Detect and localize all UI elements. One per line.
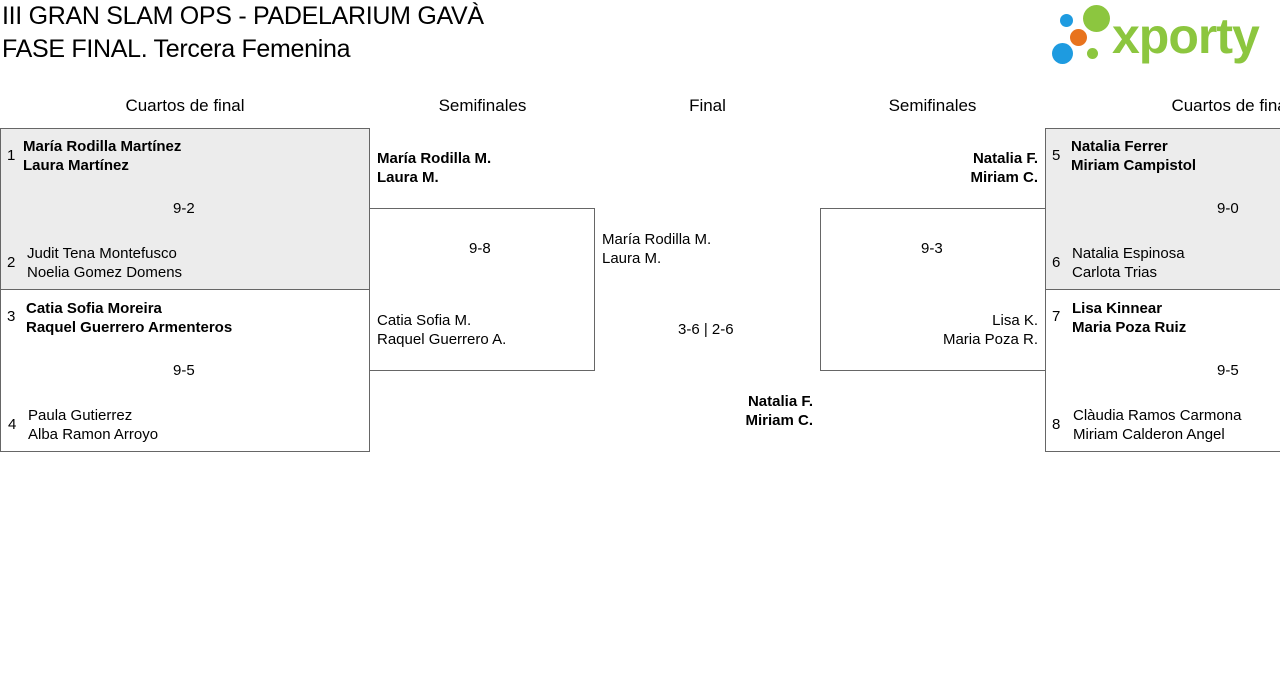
match-score: 9-5 (1217, 362, 1239, 379)
team-winner: Natalia Ferrer Miriam Campistol (1071, 137, 1196, 175)
player-name: Laura Martínez (23, 157, 129, 174)
semifinal-right-team-bottom: Lisa K. Maria Poza R. (860, 311, 1038, 349)
player-name: Natalia Espinosa (1072, 245, 1185, 262)
player-name: María Rodilla M. (602, 231, 712, 248)
team-loser: Clàudia Ramos Carmona Miriam Calderon An… (1073, 406, 1241, 444)
team-winner: Catia Sofia Moreira Raquel Guerrero Arme… (26, 299, 232, 337)
logo-dot-green-small (1087, 48, 1098, 59)
semifinal-left-score: 9-8 (469, 240, 491, 257)
logo-dot-green (1083, 5, 1110, 32)
logo-wordmark: xporty (1112, 8, 1260, 64)
semifinal-left-bracket (369, 208, 595, 371)
seed-number: 4 (8, 416, 17, 433)
team-loser: Natalia Espinosa Carlota Trias (1072, 244, 1185, 282)
seed-number: 6 (1052, 254, 1061, 271)
semifinal-right-score: 9-3 (921, 240, 943, 257)
seed-number: 5 (1052, 147, 1061, 164)
player-name: María Rodilla M. (377, 150, 492, 167)
seed-number: 1 (7, 147, 16, 164)
final-team-left: María Rodilla M. Laura M. (602, 230, 711, 268)
player-name: Laura M. (377, 169, 439, 186)
player-name: Miriam C. (970, 169, 1038, 186)
player-name: Maria Poza Ruiz (1072, 319, 1187, 336)
team-winner: María Rodilla Martínez Laura Martínez (23, 137, 181, 175)
semifinal-right-team-top: Natalia F. Miriam C. (860, 149, 1038, 187)
player-name: Catia Sofia M. (377, 312, 472, 329)
round-header-left-semis: Semifinales (438, 96, 527, 115)
player-name: Alba Ramon Arroyo (28, 426, 159, 443)
player-name: Maria Poza R. (942, 331, 1038, 348)
logo-dot-orange (1070, 29, 1087, 46)
player-name: Miriam Calderon Angel (1073, 426, 1225, 443)
player-name: Miriam C. (745, 412, 813, 429)
match-score: 9-5 (173, 362, 195, 379)
round-header-left-quarters: Cuartos de final (125, 96, 245, 115)
xporty-logo: xporty (1050, 4, 1278, 68)
player-name: Catia Sofia Moreira (26, 300, 162, 317)
team-loser: Paula Gutierrez Alba Ramon Arroyo (28, 406, 158, 444)
player-name: Lisa Kinnear (1072, 300, 1163, 317)
player-name: Miriam Campistol (1071, 157, 1197, 174)
tournament-title: III GRAN SLAM OPS - PADELARIUM GAVÀ (2, 2, 484, 30)
player-name: Judit Tena Montefusco (27, 245, 177, 262)
team-loser: Judit Tena Montefusco Noelia Gomez Domen… (27, 244, 182, 282)
match-score: 9-2 (173, 200, 195, 217)
seed-number: 3 (7, 308, 16, 325)
logo-dot-blue (1060, 14, 1073, 27)
logo-dot-blue-large (1052, 43, 1073, 64)
team-winner: Lisa Kinnear Maria Poza Ruiz (1072, 299, 1186, 337)
quarterfinal-match-4: 7 Lisa Kinnear Maria Poza Ruiz 9-5 8 Clà… (1045, 289, 1280, 452)
quarterfinal-match-1: 1 María Rodilla Martínez Laura Martínez … (0, 128, 370, 290)
player-name: Lisa K. (992, 312, 1038, 329)
player-name: Noelia Gomez Domens (27, 264, 183, 281)
quarterfinal-match-2: 3 Catia Sofia Moreira Raquel Guerrero Ar… (0, 289, 370, 452)
match-score: 9-0 (1217, 200, 1239, 217)
semifinal-left-team-top: María Rodilla M. Laura M. (377, 149, 491, 187)
player-name: Natalia F. (972, 150, 1038, 167)
player-name: Paula Gutierrez (28, 407, 133, 424)
player-name: Natalia F. (747, 393, 813, 410)
player-name: Raquel Guerrero Armenteros (26, 319, 233, 336)
player-name: Carlota Trias (1072, 264, 1158, 281)
round-header-right-quarters: Cuartos de final (1171, 96, 1280, 115)
category-title: FASE FINAL. Tercera Femenina (2, 35, 351, 63)
player-name: Clàudia Ramos Carmona (1073, 407, 1242, 424)
quarterfinal-match-3: 5 Natalia Ferrer Miriam Campistol 9-0 6 … (1045, 128, 1280, 290)
player-name: Natalia Ferrer (1071, 138, 1168, 155)
final-score: 3-6 | 2-6 (678, 321, 734, 338)
final-champion: Natalia F. Miriam C. (640, 392, 813, 430)
player-name: Raquel Guerrero A. (377, 331, 507, 348)
player-name: Laura M. (602, 250, 662, 267)
seed-number: 2 (7, 254, 16, 271)
seed-number: 7 (1052, 308, 1061, 325)
round-header-right-semis: Semifinales (888, 96, 977, 115)
seed-number: 8 (1052, 416, 1061, 433)
round-header-final: Final (689, 96, 726, 115)
semifinal-left-team-bottom: Catia Sofia M. Raquel Guerrero A. (377, 311, 506, 349)
player-name: María Rodilla Martínez (23, 138, 182, 155)
